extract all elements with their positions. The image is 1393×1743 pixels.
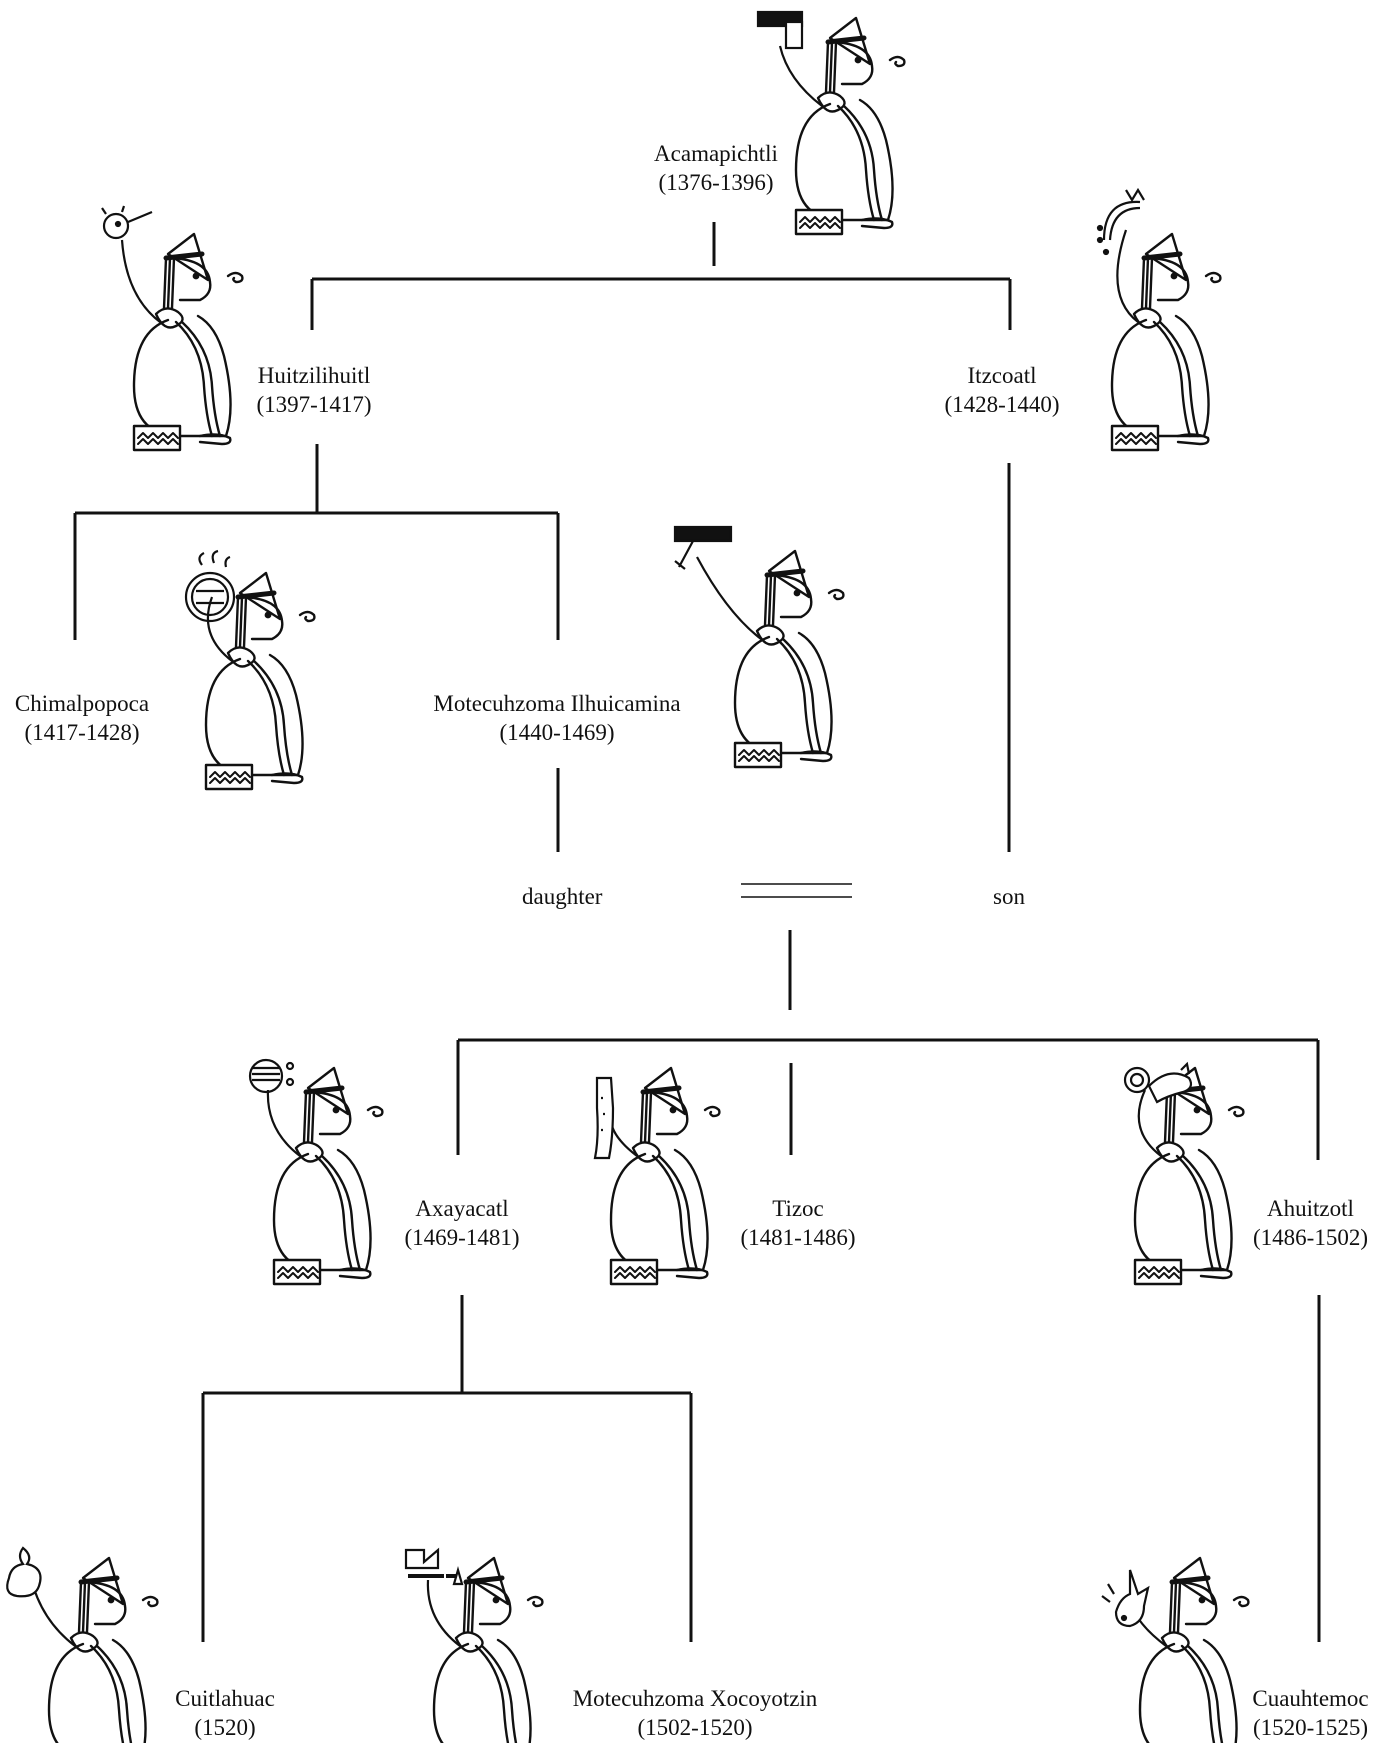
son-label: son: [993, 884, 1025, 909]
water-face-glyph: [248, 1058, 301, 1157]
ruler-name: Acamapichtli: [654, 141, 778, 166]
smoking-shield-glyph: [184, 549, 236, 662]
ruler-name: Ahuitzotl: [1267, 1196, 1354, 1221]
pierced-leg-glyph: [593, 1076, 638, 1160]
seated-ruler-icon: [206, 573, 314, 789]
ruler-name: Itzcoatl: [967, 363, 1037, 388]
ruler-years: (1520): [194, 1715, 256, 1740]
crown-glyph: [404, 1547, 464, 1647]
ruler-years: (1502-1520): [637, 1715, 753, 1740]
ruler-label-cuauhtemoc: Cuauhtemoc (1520-1525): [1228, 1684, 1393, 1742]
ruler-figure-cuitlahuac: [6, 1546, 157, 1743]
ruler-label-ahuitzotl: Ahuitzotl (1486-1502): [1228, 1194, 1393, 1252]
ruler-label-acamapichtli: Acamapichtli (1376-1396): [626, 139, 806, 197]
seated-ruler-icon: [274, 1068, 382, 1284]
ruler-figure-motecuhzoma-xocoyotzin: [404, 1547, 542, 1743]
ruler-figure-tizoc: [593, 1068, 719, 1284]
ruler-label-itzcoatl: Itzcoatl (1428-1440): [912, 361, 1092, 419]
ruler-figure-itzcoatl: [1096, 187, 1220, 450]
ruler-years: (1397-1417): [256, 392, 372, 417]
ruler-years: (1440-1469): [499, 720, 615, 745]
excrement-glyph: [6, 1546, 76, 1647]
seated-ruler-icon: [796, 18, 904, 234]
daughter-label: daughter: [522, 884, 603, 909]
seated-ruler-icon: [611, 1068, 719, 1284]
arrows-in-hand-glyph: [756, 10, 823, 107]
ruler-years: (1428-1440): [944, 392, 1060, 417]
ruler-years: (1481-1486): [740, 1225, 856, 1250]
ruler-name: Motecuhzoma Xocoyotzin: [572, 1686, 818, 1711]
ruler-label-motecuhzoma-xocoyotzin: Motecuhzoma Xocoyotzin (1502-1520): [555, 1684, 835, 1742]
ruler-years: (1376-1396): [658, 170, 774, 195]
ruler-label-huitzilihuitl: Huitzilihuitl (1397-1417): [224, 361, 404, 419]
ruler-figure-ahuitzotl: [1123, 1061, 1243, 1284]
ruler-figure-chimalpopoca: [184, 549, 314, 789]
arrow-sky-glyph: [673, 525, 762, 640]
seated-ruler-icon: [49, 1558, 157, 1743]
hummingbird-glyph: [101, 205, 161, 323]
water-beast-glyph: [1123, 1061, 1193, 1157]
seated-ruler-icon: [735, 551, 843, 767]
ruler-figure-acamapichtli: [756, 10, 904, 234]
seated-ruler-icon: [434, 1558, 542, 1743]
ruler-name: Axayacatl: [415, 1196, 509, 1221]
ruler-figure-cuauhtemoc: [1101, 1558, 1248, 1743]
ruler-name: Tizoc: [772, 1196, 824, 1221]
ruler-years: (1486-1502): [1253, 1225, 1368, 1250]
seated-ruler-icon: [1112, 234, 1220, 450]
ruler-label-axayacatl: Axayacatl (1469-1481): [372, 1194, 552, 1252]
ruler-name: Motecuhzoma Ilhuicamina: [433, 691, 681, 716]
ruler-years: (1417-1428): [24, 720, 140, 745]
ruler-figure-axayacatl: [248, 1058, 382, 1284]
ruler-figure-huitzilihuitl: [101, 205, 242, 450]
ruler-name: Cuauhtemoc: [1252, 1686, 1369, 1711]
ruler-years: (1469-1481): [404, 1225, 520, 1250]
ruler-label-chimalpopoca: Chimalpopoca (1417-1428): [0, 689, 164, 747]
descending-eagle-glyph: [1101, 1569, 1167, 1647]
ruler-name: Chimalpopoca: [14, 691, 150, 716]
ruler-label-tizoc: Tizoc (1481-1486): [708, 1194, 888, 1252]
ruler-figure-motecuhzoma-ilhuicamina: [673, 525, 843, 767]
connector-lines: [73, 222, 1321, 1642]
obsidian-serpent-glyph: [1096, 187, 1145, 323]
ruler-label-motecuhzoma-ilhuicamina: Motecuhzoma Ilhuicamina (1440-1469): [412, 689, 702, 747]
ruler-name: Cuitlahuac: [175, 1686, 275, 1711]
ruler-name: Huitzilihuitl: [257, 363, 371, 388]
ruler-years: (1520-1525): [1253, 1715, 1368, 1740]
ruler-figures: [6, 10, 1248, 1743]
ruler-label-cuitlahuac: Cuitlahuac (1520): [150, 1684, 300, 1742]
